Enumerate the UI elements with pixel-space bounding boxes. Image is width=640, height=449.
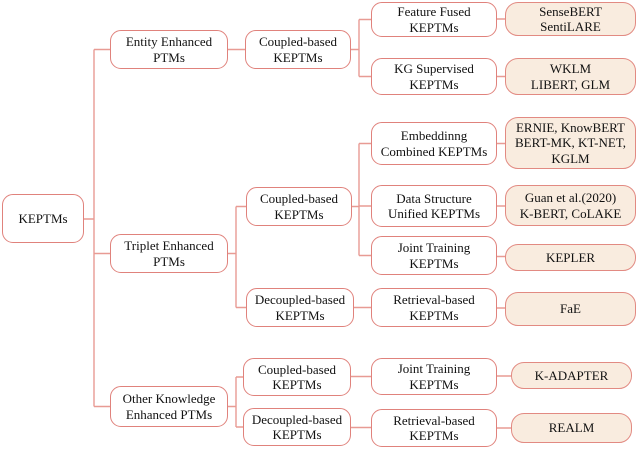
node-retrieval-based-keptms-other-label: Retrieval-based KEPTMs	[393, 412, 475, 443]
node-other-decoupled-keptms: Decoupled-based KEPTMs	[243, 408, 351, 446]
node-feature-fused-keptms: Feature Fused KEPTMs	[371, 2, 497, 37]
connector-entity-coupled-to-children	[351, 18, 371, 78]
node-triplet-decoupled-keptms: Decoupled-based KEPTMs	[246, 288, 354, 327]
node-other-decoupled-keptms-label: Decoupled-based KEPTMs	[251, 411, 343, 442]
node-feature-fused-keptms-label: Feature Fused KEPTMs	[397, 4, 471, 35]
node-data-structure-unified-keptms: Data Structure Unified KEPTMs	[371, 185, 497, 227]
node-entity-enhanced-ptms-label: Entity Enhanced PTMs	[125, 34, 213, 65]
node-other-coupled-keptms-label: Coupled-based KEPTMs	[258, 361, 336, 392]
leaf-fae: FaE	[505, 292, 636, 326]
node-joint-training-keptms-triplet-label: Joint Training KEPTMs	[397, 240, 471, 271]
node-triplet-enhanced-ptms: Triplet Enhanced PTMs	[110, 234, 228, 273]
leaf-k-adapter: K-ADAPTER	[511, 362, 632, 389]
connector-root-to-branches	[84, 48, 110, 408]
connector-categories-to-models	[497, 18, 511, 429]
node-triplet-enhanced-ptms-label: Triplet Enhanced PTMs	[124, 238, 214, 269]
leaf-realm-label: REALM	[548, 420, 595, 436]
leaf-wklm-libert-glm-label: WKLM LIBERT, GLM	[530, 61, 611, 92]
node-embedding-combined-keptms-label: Embeddinng Combined KEPTMs	[380, 128, 488, 159]
leaf-ernie-knowbert-bertmk-ktnet-kglm-label: ERNIE, KnowBERT BERT-MK, KT-NET, KGLM	[514, 120, 627, 166]
node-other-knowledge-enhanced-ptms-label: Other Knowledge Enhanced PTMs	[122, 391, 216, 422]
connector-other-to-children	[228, 376, 243, 428]
node-retrieval-based-keptms-triplet: Retrieval-based KEPTMs	[371, 288, 497, 327]
node-embedding-combined-keptms: Embeddinng Combined KEPTMs	[371, 122, 497, 165]
node-joint-training-keptms-triplet: Joint Training KEPTMs	[371, 236, 497, 275]
connector-triplet-coupled-to-children	[352, 142, 371, 257]
node-kg-supervised-keptms-label: KG Supervised KEPTMs	[394, 61, 474, 92]
node-triplet-coupled-keptms-label: Coupled-based KEPTMs	[260, 191, 338, 222]
leaf-guan-kbert-colake: Guan et al.(2020) K-BERT, CoLAKE	[505, 185, 636, 226]
leaf-sensebert-sentilare: SenseBERT SentiLARE	[505, 2, 636, 36]
node-joint-training-keptms-other-label: Joint Training KEPTMs	[397, 361, 471, 392]
node-other-knowledge-enhanced-ptms: Other Knowledge Enhanced PTMs	[110, 386, 228, 427]
leaf-ernie-knowbert-bertmk-ktnet-kglm: ERNIE, KnowBERT BERT-MK, KT-NET, KGLM	[505, 117, 636, 169]
node-joint-training-keptms-other: Joint Training KEPTMs	[371, 358, 497, 395]
leaf-sensebert-sentilare-label: SenseBERT SentiLARE	[539, 3, 602, 34]
leaf-kepler: KEPLER	[505, 244, 636, 271]
node-kg-supervised-keptms: KG Supervised KEPTMs	[371, 58, 497, 95]
leaf-kepler-label: KEPLER	[545, 249, 596, 265]
node-entity-coupled-keptms: Coupled-based KEPTMs	[245, 30, 351, 69]
leaf-k-adapter-label: K-ADAPTER	[534, 367, 609, 383]
node-data-structure-unified-keptms-label: Data Structure Unified KEPTMs	[387, 190, 481, 221]
node-entity-enhanced-ptms: Entity Enhanced PTMs	[110, 30, 228, 69]
node-entity-coupled-keptms-label: Coupled-based KEPTMs	[259, 34, 337, 65]
leaf-realm: REALM	[511, 413, 632, 443]
node-retrieval-based-keptms-other: Retrieval-based KEPTMs	[371, 409, 497, 447]
node-triplet-coupled-keptms: Coupled-based KEPTMs	[246, 187, 352, 226]
node-retrieval-based-keptms-triplet-label: Retrieval-based KEPTMs	[393, 292, 475, 323]
leaf-wklm-libert-glm: WKLM LIBERT, GLM	[505, 58, 636, 95]
node-triplet-decoupled-keptms-label: Decoupled-based KEPTMs	[254, 292, 346, 323]
node-keptms-root-label: KEPTMs	[18, 210, 68, 226]
node-keptms-root: KEPTMs	[2, 194, 84, 243]
leaf-fae-label: FaE	[560, 301, 581, 317]
leaf-guan-kbert-colake-label: Guan et al.(2020) K-BERT, CoLAKE	[519, 190, 622, 221]
node-other-coupled-keptms: Coupled-based KEPTMs	[243, 358, 351, 396]
connector-triplet-to-children	[228, 205, 246, 309]
